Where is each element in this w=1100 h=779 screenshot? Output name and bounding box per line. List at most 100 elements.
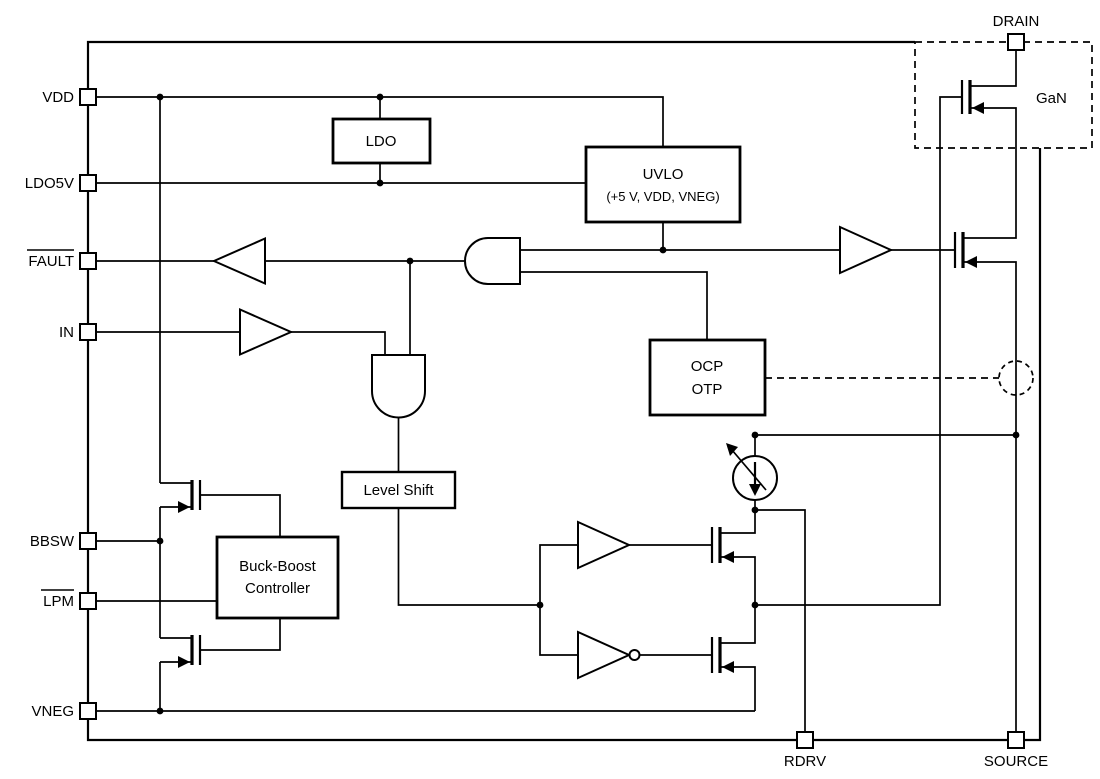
sense-fet-arrow (965, 256, 977, 268)
pin-ldo5v-pad (79, 174, 97, 192)
protection-and-gate (464, 237, 521, 285)
block-buck-boost-box (215, 535, 340, 620)
pullup-fet (710, 500, 756, 605)
wire-in-buffer-out (291, 331, 386, 355)
wire-bb-gate-low (200, 618, 281, 651)
pin-fault: FAULT (27, 249, 97, 270)
block-uvlo-box (584, 145, 742, 224)
block-ocp-otp-box (648, 338, 767, 417)
pin-ldo5v: LDO5V (25, 174, 97, 192)
pulldown-fet-source-lead (720, 666, 756, 711)
junction-dot (376, 93, 384, 101)
pin-fault-label: FAULT (28, 253, 74, 270)
pin-lpm: LPM (41, 589, 97, 610)
pin-lpm-pad (79, 592, 97, 610)
block-otp-label: OTP (692, 381, 723, 398)
pin-lpm-label: LPM (43, 593, 74, 610)
bb-high-arrow (178, 501, 190, 513)
gan-source-lead (963, 107, 1017, 239)
current-source-arrow-head (749, 484, 761, 496)
pin-source-pad (1007, 731, 1025, 749)
driver-inverter-bubble (628, 649, 641, 661)
pin-bbsw-pad (79, 532, 97, 550)
in-buffer (239, 307, 294, 357)
block-ldo-label: LDO (366, 133, 397, 150)
chip-border (86, 40, 1042, 742)
block-level-shift: Level Shift (340, 470, 457, 510)
block-uvlo-title: UVLO (643, 166, 684, 183)
gan-drain-lead (970, 50, 1017, 87)
pin-drain: DRAIN (993, 13, 1040, 51)
driver-inverter (577, 630, 641, 680)
junction-dot (406, 257, 414, 265)
pulldown-fet-drain-lead (720, 605, 756, 644)
pulldown-fet-arrow (722, 661, 734, 673)
wire-branch-up (539, 544, 578, 605)
gan-dashed-boundary (914, 41, 1093, 149)
pin-vdd: VDD (42, 88, 97, 106)
junction-dot (536, 601, 544, 609)
junction-dot (156, 707, 164, 715)
junction-dot (376, 179, 384, 187)
pin-in-label: IN (59, 324, 74, 341)
block-uvlo-subtitle: (+5 V, VDD, VNEG) (606, 189, 719, 204)
wire-levelshift-out (397, 508, 540, 606)
wires (96, 96, 1016, 732)
junction-dot (156, 93, 164, 101)
block-level-shift-box (340, 470, 457, 510)
block-level-shift-label: Level Shift (363, 482, 434, 499)
bb-low-arrow (178, 656, 190, 668)
pin-source-label: SOURCE (984, 753, 1048, 770)
block-uvlo: UVLO (+5 V, VDD, VNEG) (584, 145, 742, 224)
buckboost-high-fet (160, 480, 202, 513)
block-ocp-label: OCP (691, 358, 724, 375)
wire-vdd (96, 96, 664, 147)
junction-dots (156, 93, 1020, 715)
junction-dot (751, 431, 759, 439)
wire-rdrv (755, 509, 806, 732)
block-buck-boost-line2: Controller (245, 580, 310, 597)
gan-label: GaN (1036, 90, 1067, 107)
pin-in-pad (79, 323, 97, 341)
block-ldo: LDO (331, 117, 432, 165)
pin-rdrv-label: RDRV (784, 753, 826, 770)
block-buck-boost: Buck-Boost Controller (215, 535, 340, 620)
block-ldo-box (331, 117, 432, 165)
pin-drain-label: DRAIN (993, 13, 1040, 30)
pullup-fet-source-lead (720, 556, 756, 605)
gan-source-arrow (972, 102, 984, 114)
wire-gan-gate (755, 96, 962, 606)
pin-bbsw: BBSW (30, 532, 97, 550)
junction-dot (751, 601, 759, 609)
block-ocp-otp: OCP OTP (648, 338, 767, 417)
adjust-arrow-shaft (731, 449, 767, 491)
pin-vdd-label: VDD (42, 89, 74, 106)
driver-buffer (577, 520, 632, 570)
input-and-gate (371, 354, 426, 419)
pin-ldo5v-label: LDO5V (25, 175, 74, 192)
pullup-fet-drain-lead (720, 500, 756, 534)
pulldown-fet (710, 605, 756, 711)
fault-output-buffer (211, 236, 266, 286)
block-buck-boost-line1: Buck-Boost (239, 558, 317, 575)
junction-dot (1012, 431, 1020, 439)
sense-fet-source-lead (963, 261, 1017, 732)
wire-ocp-to-and (520, 271, 708, 340)
pin-source: SOURCE (984, 731, 1048, 770)
wire-branch-down (539, 605, 578, 656)
pin-vneg: VNEG (31, 702, 97, 720)
adjustable-current-source (726, 443, 778, 501)
adjust-arrow-head (726, 443, 738, 456)
pin-in: IN (59, 323, 97, 341)
buckboost-low-fet (160, 635, 202, 668)
pin-drain-pad (1007, 33, 1025, 51)
pin-vneg-label: VNEG (31, 703, 74, 720)
pin-bbsw-label: BBSW (30, 533, 75, 550)
pullup-fet-arrow (722, 551, 734, 563)
current-sense-circle (998, 360, 1034, 396)
wire-bb-gate-high (200, 494, 281, 537)
pin-vneg-pad (79, 702, 97, 720)
sense-fet (953, 232, 1017, 732)
